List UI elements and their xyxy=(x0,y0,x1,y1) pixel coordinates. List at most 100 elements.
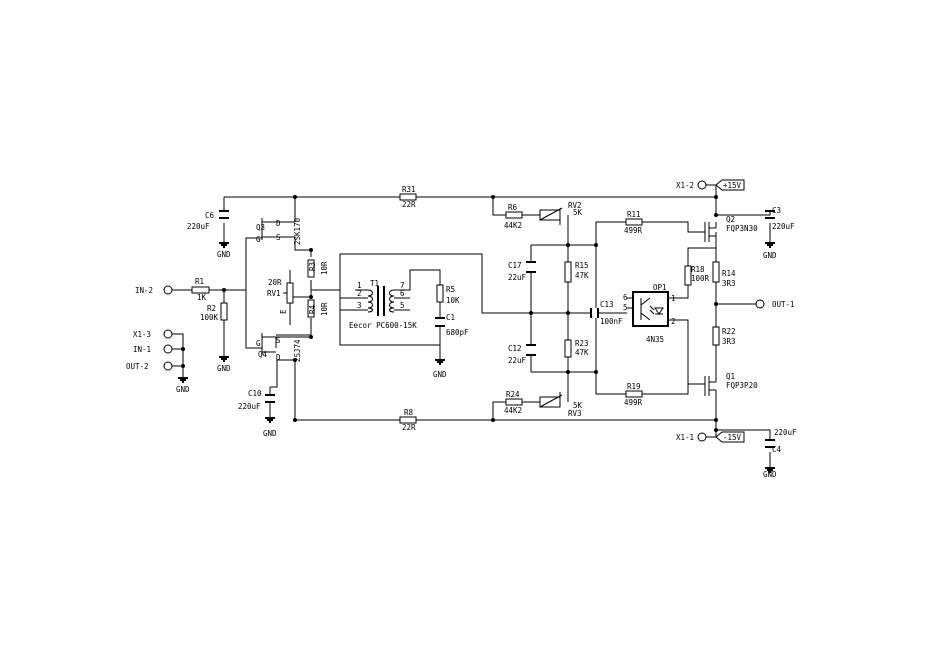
svg-text:44K2: 44K2 xyxy=(504,406,522,415)
svg-text:GND: GND xyxy=(176,385,190,394)
resistor-r8: R8 22R xyxy=(399,408,417,432)
svg-text:1: 1 xyxy=(357,281,362,290)
svg-text:OUT-1: OUT-1 xyxy=(772,300,795,309)
svg-text:22R: 22R xyxy=(402,423,416,432)
svg-text:R6: R6 xyxy=(508,203,518,212)
svg-text:E: E xyxy=(279,309,288,314)
svg-text:10R: 10R xyxy=(320,261,329,275)
resistor-r14: R14 3R3 xyxy=(712,261,736,288)
svg-text:3: 3 xyxy=(357,301,362,310)
svg-text:2SK170: 2SK170 xyxy=(293,217,302,245)
svg-text:IN-2: IN-2 xyxy=(135,286,153,295)
svg-text:220uF: 220uF xyxy=(774,428,797,437)
svg-text:6: 6 xyxy=(400,289,405,298)
jfet-q4: Q4 S D G 2SJ74 xyxy=(255,333,302,362)
port-in1: IN-1 xyxy=(133,344,173,354)
resistor-r4: R4 10R xyxy=(307,299,329,318)
transformer-t1: T1 1 2 3 7 6 5 Eecor PC600-15K xyxy=(349,279,417,330)
svg-text:R4: R4 xyxy=(308,304,317,314)
svg-text:5: 5 xyxy=(400,301,405,310)
svg-text:GND: GND xyxy=(263,429,277,438)
svg-text:R3: R3 xyxy=(308,262,317,271)
svg-text:R24: R24 xyxy=(506,390,520,399)
capacitor-c12: C12 22uF xyxy=(508,344,536,365)
svg-text:T1: T1 xyxy=(370,279,379,288)
svg-text:499R: 499R xyxy=(624,398,643,407)
resistor-r18: R18 100R xyxy=(684,265,710,286)
svg-text:5K: 5K xyxy=(573,208,583,217)
svg-text:RV1: RV1 xyxy=(267,289,281,298)
port-x13: X1-3 xyxy=(133,329,173,339)
ground-c3: GND xyxy=(763,242,777,260)
svg-text:R8: R8 xyxy=(404,408,414,417)
svg-text:GND: GND xyxy=(763,251,777,260)
svg-text:22uF: 22uF xyxy=(508,273,527,282)
svg-text:220uF: 220uF xyxy=(238,402,261,411)
svg-text:R14: R14 xyxy=(722,269,736,278)
svg-text:5K: 5K xyxy=(573,401,583,410)
mosfet-q2: Q2 FQP3N30 xyxy=(704,215,758,248)
capacitor-c3: C3 220uF xyxy=(765,206,795,231)
svg-text:OUT-2: OUT-2 xyxy=(126,362,149,371)
svg-text:S: S xyxy=(276,336,281,345)
capacitor-c4: 220uF C4 xyxy=(765,428,797,454)
svg-text:X1-2: X1-2 xyxy=(676,181,694,190)
svg-text:+15V: +15V xyxy=(723,181,742,190)
resistor-r2: R2 100K xyxy=(200,302,228,322)
svg-text:R19: R19 xyxy=(627,382,641,391)
mosfet-q1: Q1 FQP3P20 xyxy=(704,370,758,420)
svg-text:G: G xyxy=(256,235,261,244)
ground-r2: GND xyxy=(217,356,231,373)
svg-text:GND: GND xyxy=(433,370,447,379)
svg-text:IN-1: IN-1 xyxy=(133,345,151,354)
svg-text:5: 5 xyxy=(623,303,628,312)
port-x12: X1-2 +15V xyxy=(676,179,745,191)
resistor-r1: R1 1K xyxy=(191,277,210,302)
resistor-r24: R24 44K2 xyxy=(504,390,523,415)
svg-text:7: 7 xyxy=(400,281,405,290)
ground-c1: GND xyxy=(433,359,447,379)
svg-text:C4: C4 xyxy=(772,445,782,454)
svg-text:6: 6 xyxy=(623,293,628,302)
svg-text:X1-3: X1-3 xyxy=(133,330,151,339)
svg-text:4N35: 4N35 xyxy=(646,335,664,344)
svg-text:Q2: Q2 xyxy=(726,215,735,224)
svg-text:10R: 10R xyxy=(320,302,329,316)
capacitor-c17: C17 22uF xyxy=(508,261,536,282)
svg-text:G: G xyxy=(256,339,261,348)
svg-text:X1-1: X1-1 xyxy=(676,433,694,442)
svg-text:R1: R1 xyxy=(195,277,204,286)
resistor-r6: R6 44K2 xyxy=(504,203,523,230)
svg-text:44K2: 44K2 xyxy=(504,221,522,230)
capacitor-c1: C1 680pF xyxy=(435,313,469,337)
svg-text:220uF: 220uF xyxy=(772,222,795,231)
capacitor-c10: C10 220uF xyxy=(238,389,275,411)
svg-text:100R: 100R xyxy=(691,274,710,283)
capacitor-c13: C13 100nF xyxy=(590,300,623,326)
svg-text:C1: C1 xyxy=(446,313,455,322)
svg-text:FQP3N30: FQP3N30 xyxy=(726,224,758,233)
trimmer-rv3: 5K RV3 xyxy=(539,394,583,418)
svg-text:Q1: Q1 xyxy=(726,372,735,381)
svg-text:GND: GND xyxy=(763,470,777,479)
svg-text:2: 2 xyxy=(671,317,676,326)
junction-dots xyxy=(181,195,718,432)
svg-text:Eecor PC600-15K: Eecor PC600-15K xyxy=(349,321,417,330)
jfet-q3: Q3 D S G 2SK170 xyxy=(255,217,302,245)
svg-text:220uF: 220uF xyxy=(187,222,210,231)
svg-text:R11: R11 xyxy=(627,210,641,219)
port-out1: OUT-1 xyxy=(755,299,795,309)
svg-text:GND: GND xyxy=(217,250,231,259)
svg-text:1: 1 xyxy=(671,294,676,303)
capacitor-c6: C6 220uF xyxy=(187,210,229,231)
svg-text:RV3: RV3 xyxy=(568,409,582,418)
svg-text:C13: C13 xyxy=(600,300,614,309)
svg-text:1K: 1K xyxy=(197,293,207,302)
svg-text:D: D xyxy=(276,219,281,228)
svg-text:C12: C12 xyxy=(508,344,522,353)
svg-text:R5: R5 xyxy=(446,285,455,294)
svg-text:3R3: 3R3 xyxy=(722,337,736,346)
ground-connector: GND xyxy=(176,377,190,394)
svg-text:2SJ74: 2SJ74 xyxy=(293,339,302,362)
